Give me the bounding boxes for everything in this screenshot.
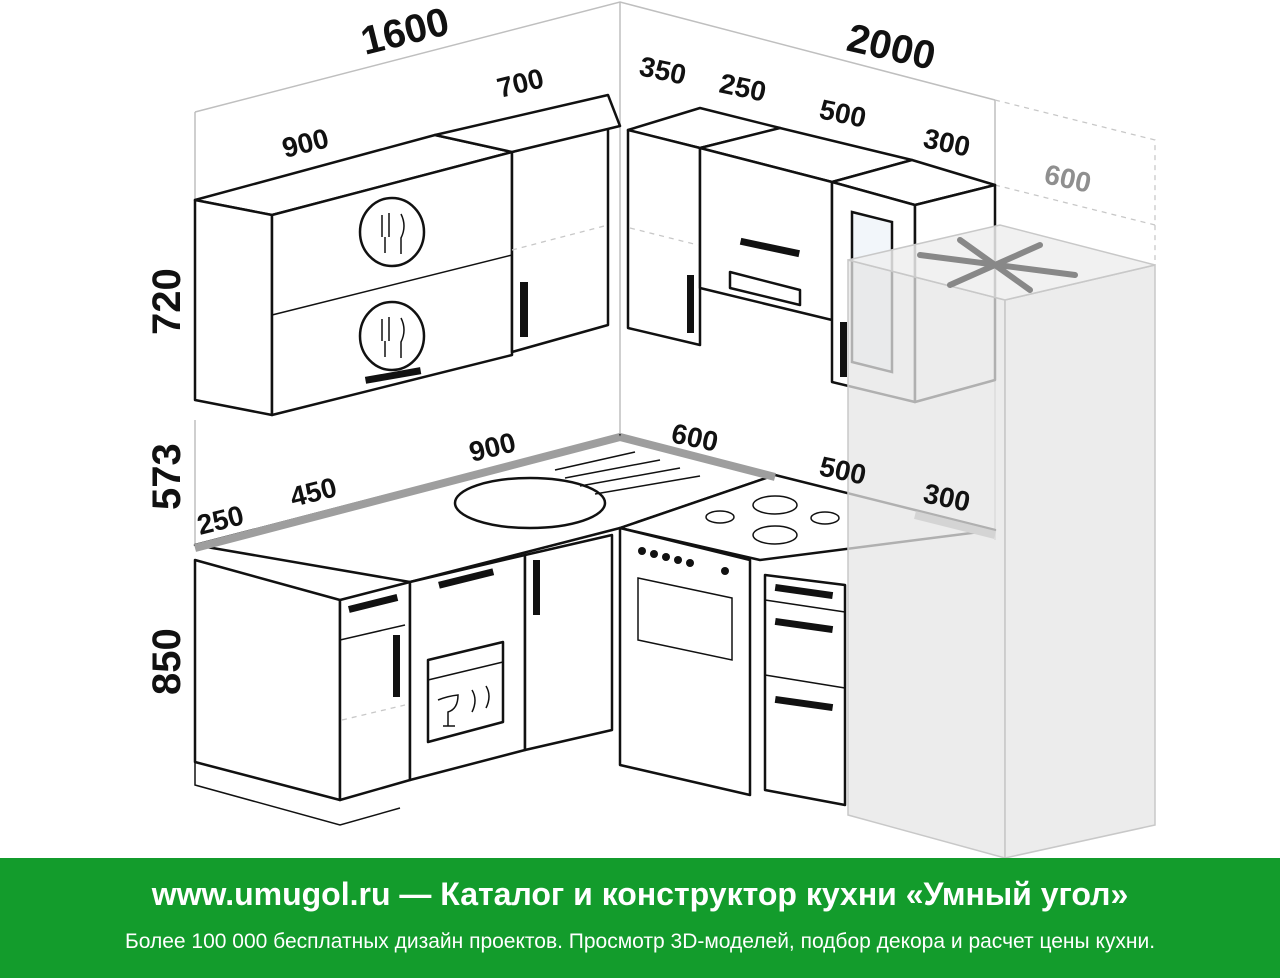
base-cabinets <box>193 526 847 826</box>
dim-upper-900: 900 <box>279 122 332 163</box>
snowflake-icon <box>917 237 1078 293</box>
sink-icon <box>453 476 607 530</box>
dim-counter-450: 450 <box>287 471 340 512</box>
dim-upper-250: 250 <box>717 68 769 108</box>
handle <box>520 282 528 337</box>
dim-upper-500: 500 <box>817 94 869 134</box>
dim-wall-left: 1600 <box>357 0 454 64</box>
oven-icon <box>618 526 752 797</box>
dimension-labels: 1600 2000 900 700 350 250 500 300 600 72… <box>145 0 1094 695</box>
plate-icon <box>358 196 426 268</box>
cooktop-icon <box>705 495 840 545</box>
plate-icon <box>358 300 426 372</box>
dim-height-573: 573 <box>145 443 189 510</box>
banner-subtitle: Более 100 000 бесплатных дизайн проектов… <box>124 930 1156 953</box>
dim-height-850: 850 <box>145 628 189 695</box>
wall-guides <box>194 1 1156 545</box>
upper-cabinets-left <box>193 93 622 417</box>
dim-wall-right: 2000 <box>843 16 940 79</box>
dim-upper-300: 300 <box>921 123 973 163</box>
dim-upper-700: 700 <box>494 62 547 103</box>
fridge <box>847 224 1156 858</box>
footer-banner: www.umugol.ru — Каталог и конструктор ку… <box>0 858 1280 978</box>
drainboard-icon <box>554 451 701 495</box>
dim-upper-350: 350 <box>637 51 689 91</box>
dim-height-720: 720 <box>145 268 189 335</box>
dim-fridge-600: 600 <box>1042 159 1094 199</box>
banner-title[interactable]: www.umugol.ru — Каталог и конструктор ку… <box>151 876 1129 912</box>
kitchen-drawing: 1600 2000 900 700 350 250 500 300 600 72… <box>145 0 1156 858</box>
